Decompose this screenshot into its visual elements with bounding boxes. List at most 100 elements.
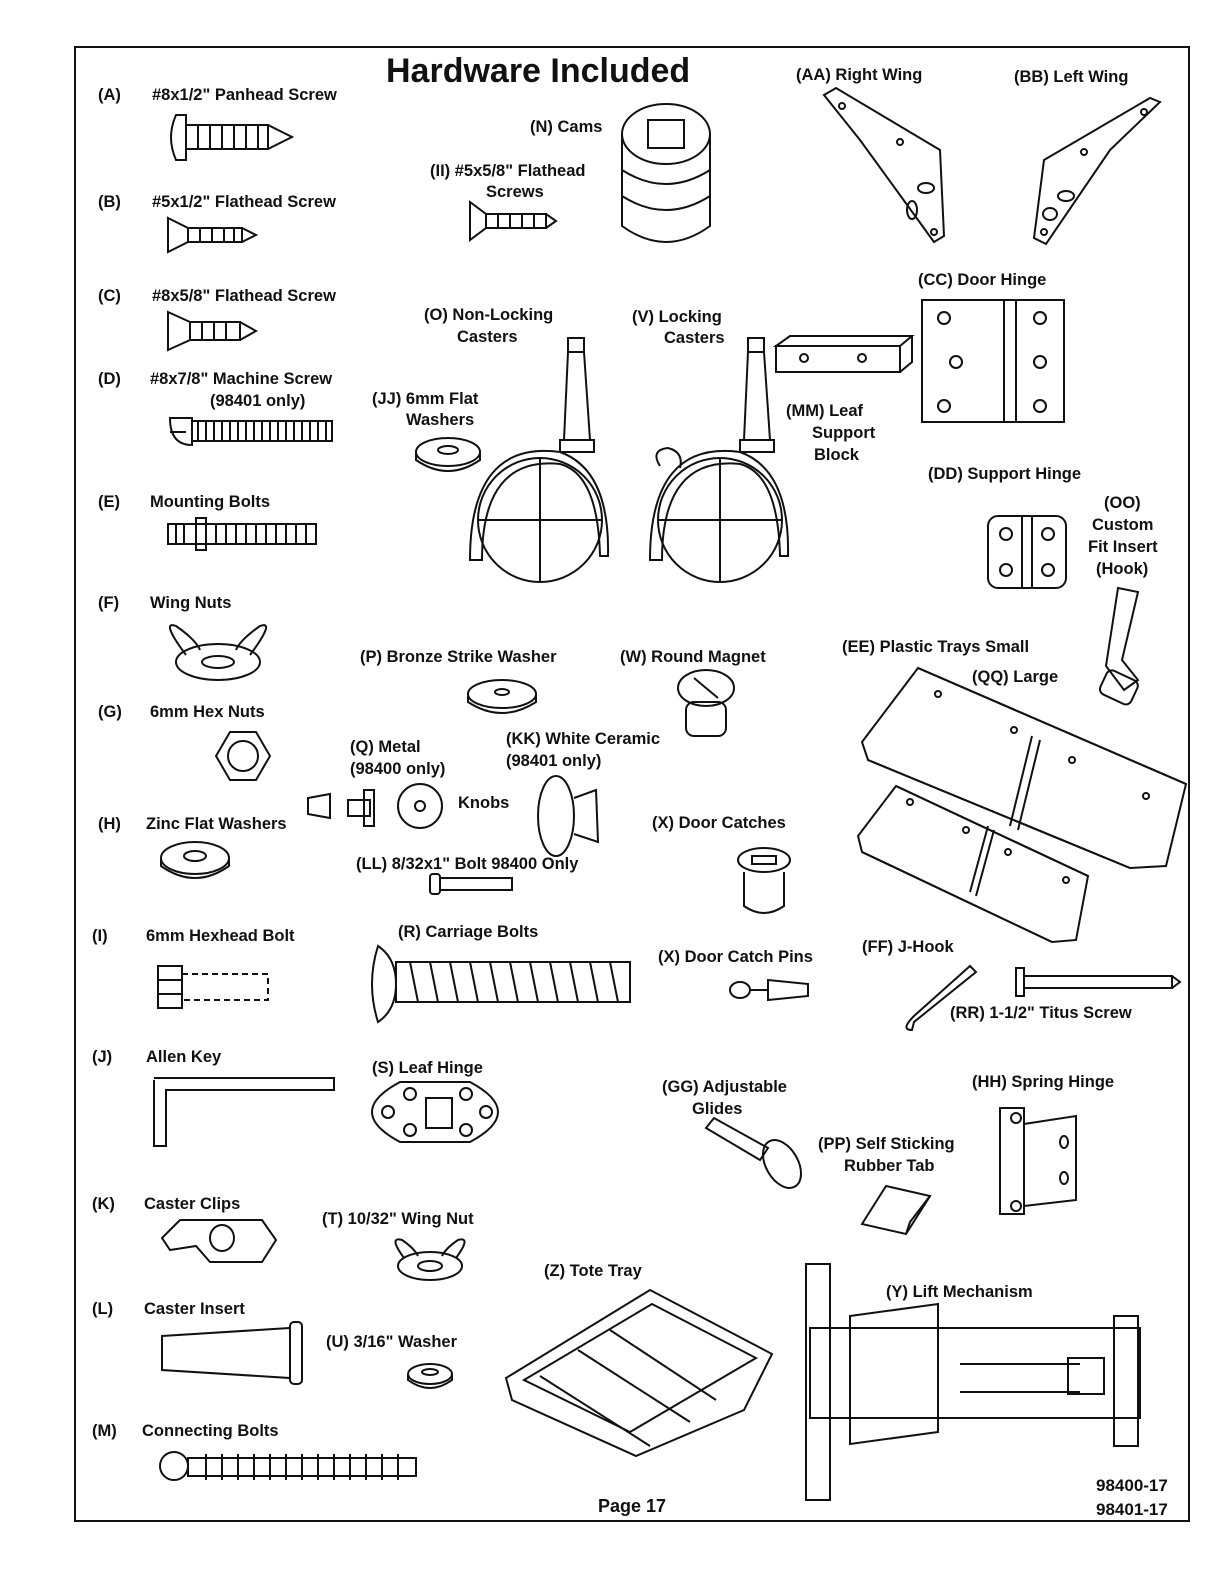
item-name-m: Connecting Bolts — [142, 1422, 279, 1440]
item-code-e: (E) — [98, 493, 120, 511]
strike-washer-icon — [467, 679, 537, 714]
label-bolt-ll: (LL) 8/32x1" Bolt 98400 Only — [356, 855, 579, 873]
label-locking-2: Casters — [664, 329, 725, 347]
tote-tray-icon — [504, 1288, 774, 1458]
label-rubber-tab-2: Rubber Tab — [844, 1157, 935, 1175]
label-custom-insert-1: (OO) — [1104, 494, 1141, 512]
item-name-c: #8x5/8" Flathead Screw — [152, 287, 336, 305]
label-cams: (N) Cams — [530, 118, 603, 136]
label-left-wing: (BB) Left Wing — [1014, 68, 1129, 86]
item-name-g: 6mm Hex Nuts — [150, 703, 265, 721]
item-code-a: (A) — [98, 86, 121, 104]
item-name-k: Caster Clips — [144, 1195, 241, 1213]
flathead-screw-icon — [167, 216, 259, 254]
label-trays-large: (QQ) Large — [972, 668, 1059, 686]
spring-hinge-icon — [999, 1107, 1077, 1215]
label-non-locking-1: (O) Non-Locking — [424, 306, 554, 324]
machine-screw-icon — [168, 417, 333, 447]
item-code-d: (D) — [98, 370, 121, 388]
allen-key-icon — [153, 1077, 335, 1147]
leaf-support-block-icon — [772, 335, 915, 373]
support-hinge-icon — [987, 515, 1067, 589]
hook-insert-icon — [1098, 586, 1140, 706]
label-plastic-trays: (EE) Plastic Trays Small — [842, 638, 1030, 656]
item-code-h: (H) — [98, 815, 121, 833]
label-wing-nut-t: (T) 10/32" Wing Nut — [322, 1210, 474, 1228]
label-door-catches: (X) Door Catches — [652, 814, 786, 832]
doc-code-98400: 98400-17 — [1096, 1476, 1168, 1495]
label-flat-washers-2: Washers — [406, 411, 475, 429]
adjustable-glide-icon — [704, 1116, 802, 1189]
label-custom-insert-2: Custom — [1092, 516, 1154, 534]
label-knobs: Knobs — [458, 794, 510, 812]
page-title: Hardware Included — [386, 52, 691, 90]
rubber-tab-icon — [860, 1184, 932, 1236]
item-name-i: 6mm Hexhead Bolt — [146, 927, 295, 945]
item-code-l: (L) — [92, 1300, 114, 1318]
machine-screw-icon — [429, 873, 513, 895]
label-right-wing: (AA) Right Wing — [796, 66, 923, 84]
label-custom-insert-4: (Hook) — [1096, 560, 1149, 578]
door-catch-icon — [737, 847, 791, 914]
connecting-bolt-icon — [159, 1451, 417, 1481]
label-flathead-screws-1: (II) #5x5/8" Flathead — [430, 162, 586, 180]
wing-nut-icon — [394, 1238, 466, 1281]
flat-washer-icon — [415, 437, 481, 472]
item-name-j: Allen Key — [146, 1048, 222, 1066]
label-leaf-support-3: Block — [814, 446, 859, 464]
label-flat-washers-1: (JJ) 6mm Flat — [372, 390, 479, 408]
wing-bracket-icon — [822, 86, 946, 244]
item-name-l: Caster Insert — [144, 1300, 245, 1318]
label-titus-screw: (RR) 1-1/2" Titus Screw — [950, 1004, 1132, 1022]
caster-clip-icon — [160, 1219, 278, 1263]
label-j-hook: (FF) J-Hook — [862, 938, 954, 956]
label-custom-insert-3: Fit Insert — [1088, 538, 1158, 556]
label-flathead-screws-2: Screws — [486, 183, 544, 201]
label-lift-mechanism: (Y) Lift Mechanism — [886, 1283, 1033, 1301]
knob-icon — [537, 775, 600, 857]
item-code-f: (F) — [98, 594, 120, 612]
mounting-bolt-icon — [167, 517, 317, 551]
wing-bracket-icon — [1032, 96, 1162, 246]
label-round-magnet: (W) Round Magnet — [620, 648, 766, 666]
item-code-c: (C) — [98, 287, 121, 305]
label-washer-u: (U) 3/16" Washer — [326, 1333, 458, 1351]
label-metal-1: (Q) Metal — [350, 738, 421, 756]
page-border — [74, 46, 1190, 1522]
caster-insert-icon — [161, 1321, 303, 1385]
caster-icon — [468, 337, 610, 583]
label-ceramic-2: (98401 only) — [506, 752, 602, 770]
label-leaf-hinge: (S) Leaf Hinge — [372, 1059, 483, 1077]
cam-icon — [621, 103, 711, 243]
catch-pin-icon — [729, 978, 809, 1002]
item-name-h: Zinc Flat Washers — [146, 815, 287, 833]
label-metal-2: (98400 only) — [350, 760, 446, 778]
label-spring-hinge: (HH) Spring Hinge — [972, 1073, 1115, 1091]
label-rubber-tab-1: (PP) Self Sticking — [818, 1135, 955, 1153]
label-support-hinge: (DD) Support Hinge — [928, 465, 1082, 483]
item-code-m: (M) — [92, 1422, 117, 1440]
doc-code-98401: 98401-17 — [1096, 1500, 1168, 1519]
item-name-d: #8x7/8" Machine Screw — [150, 370, 333, 388]
j-hook-icon — [905, 964, 978, 1032]
item-code-g: (G) — [98, 703, 122, 721]
label-glides-1: (GG) Adjustable — [662, 1078, 787, 1096]
label-catch-pins: (X) Door Catch Pins — [658, 948, 813, 966]
flat-washer-icon — [160, 841, 230, 879]
item-code-j: (J) — [92, 1048, 113, 1066]
flat-washer-icon — [407, 1363, 453, 1389]
plastic-tray-icon — [856, 784, 1090, 944]
flathead-screw-icon — [167, 310, 259, 352]
label-leaf-support-1: (MM) Leaf — [786, 402, 863, 420]
hex-nut-icon — [214, 731, 272, 781]
label-leaf-support-2: Support — [812, 424, 876, 442]
knob-icon — [307, 783, 444, 829]
label-non-locking-2: Casters — [457, 328, 518, 346]
label-carriage-bolts: (R) Carriage Bolts — [398, 923, 539, 941]
wing-nut-icon — [168, 624, 268, 681]
item-note-d: (98401 only) — [210, 392, 306, 410]
panhead-screw-icon — [170, 114, 295, 161]
item-name-a: #8x1/2" Panhead Screw — [152, 86, 337, 104]
label-glides-2: Glides — [692, 1100, 743, 1118]
